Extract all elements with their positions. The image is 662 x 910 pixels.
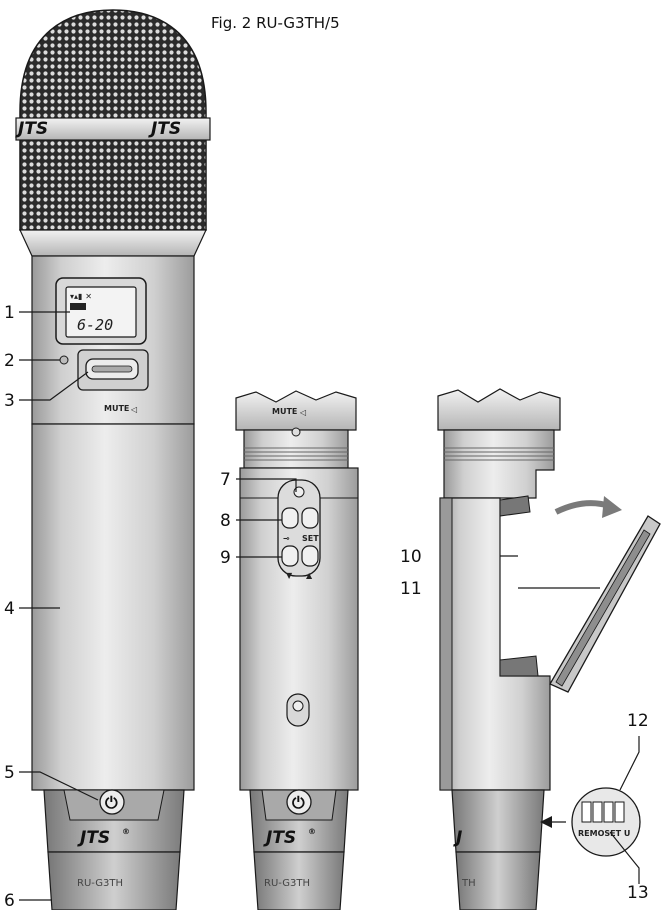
compartment-latch-top <box>499 495 531 517</box>
base-brand-mark: ® <box>122 827 130 836</box>
callout-lines <box>19 311 640 901</box>
callout-numbers: 1 2 3 4 5 6 7 8 9 10 11 12 13 <box>4 303 649 910</box>
battery-screw <box>292 700 304 712</box>
battery-cell-4 <box>614 801 625 823</box>
down-arrow-icon: ▼ <box>286 571 293 580</box>
side-antenna-base <box>455 851 541 910</box>
mute-label: MUTE <box>104 404 129 413</box>
power-icon: ⏻ <box>105 793 118 812</box>
callout-12: 12 <box>627 711 649 731</box>
callout-4: 4 <box>4 599 15 619</box>
side-body <box>439 497 551 791</box>
lcd-battery-icon <box>70 303 86 310</box>
callout-1: 1 <box>4 303 15 323</box>
side-partial-brand: J <box>453 828 462 848</box>
battery-cell-1 <box>581 801 592 823</box>
set-button[interactable] <box>301 507 319 529</box>
rear-mute-icon: ◁ <box>299 408 306 417</box>
base-brand: JTS <box>77 828 110 848</box>
grille-brand-left: JTS <box>15 119 48 139</box>
down-button[interactable] <box>281 545 299 567</box>
grille-brand-right: JTS <box>148 119 181 139</box>
callout-9: 9 <box>220 548 231 568</box>
callout-11: 11 <box>400 579 422 599</box>
callout-2: 2 <box>4 351 15 371</box>
antenna-base <box>47 851 181 910</box>
battery-inset-label: REMOSET U <box>578 829 630 838</box>
mic-front-view: JTS JTS ▾▴▮ ✕ 6-20 MUTE ◁ ⏻ JTS ® RU-G3T… <box>15 9 211 910</box>
side-collar <box>443 429 555 499</box>
mic-rear-view: MUTE ◁ ⊸ SET ▼ ▲ ⏻ JTS ® RU-G3TH <box>235 390 359 910</box>
grille-band <box>15 117 211 141</box>
base-model-label: RU-G3TH <box>77 878 123 889</box>
side-lower-collar <box>451 789 545 853</box>
figure-caption: Fig. 2 RU-G3TH/5 <box>211 14 340 32</box>
callout-13: 13 <box>627 883 649 903</box>
rear-base-brand: JTS <box>263 828 296 848</box>
lower-body <box>31 423 195 791</box>
rear-antenna-base <box>253 851 345 910</box>
set-label: SET <box>302 534 319 543</box>
side-body-edge <box>439 497 453 791</box>
mute-speaker-icon: ◁ <box>130 405 137 414</box>
lcd-channel: 6-20 <box>77 316 113 334</box>
open-direction-arrow <box>554 500 611 515</box>
callout-6: 6 <box>4 891 15 910</box>
compartment-latch-bottom <box>499 655 539 677</box>
rear-power-icon: ⏻ <box>292 793 305 812</box>
mute-button-slot <box>91 365 133 373</box>
callout-3: 3 <box>4 391 15 411</box>
up-arrow-icon: ▲ <box>306 571 313 580</box>
open-direction-arrowhead <box>602 496 622 518</box>
rear-base-brand-mark: ® <box>308 827 316 836</box>
key-icon: ⊸ <box>283 534 290 543</box>
callout-5: 5 <box>4 763 15 783</box>
battery-cell-2 <box>592 801 603 823</box>
status-led <box>59 355 69 365</box>
power-button[interactable] <box>99 789 125 815</box>
key-button[interactable] <box>281 507 299 529</box>
side-partial-model: TH <box>461 878 476 889</box>
lcd-status-icons: ▾▴▮ ✕ <box>70 292 92 301</box>
callout-8: 8 <box>220 511 231 531</box>
rear-collar-screw <box>291 427 301 437</box>
battery-cell-3 <box>603 801 614 823</box>
mic-side-view-open: J TH REMOSET U <box>437 388 661 910</box>
battery-cover-inner <box>555 529 651 687</box>
mic-neck <box>19 229 207 257</box>
callout-7: 7 <box>220 470 231 490</box>
up-button[interactable] <box>301 545 319 567</box>
rear-model-label: RU-G3TH <box>264 878 310 889</box>
rear-power-button[interactable] <box>286 789 312 815</box>
inset-pointer-arrowhead <box>540 816 552 828</box>
side-top-cap <box>437 388 561 431</box>
callout-10: 10 <box>400 547 422 567</box>
rear-mute-label: MUTE <box>272 407 297 416</box>
